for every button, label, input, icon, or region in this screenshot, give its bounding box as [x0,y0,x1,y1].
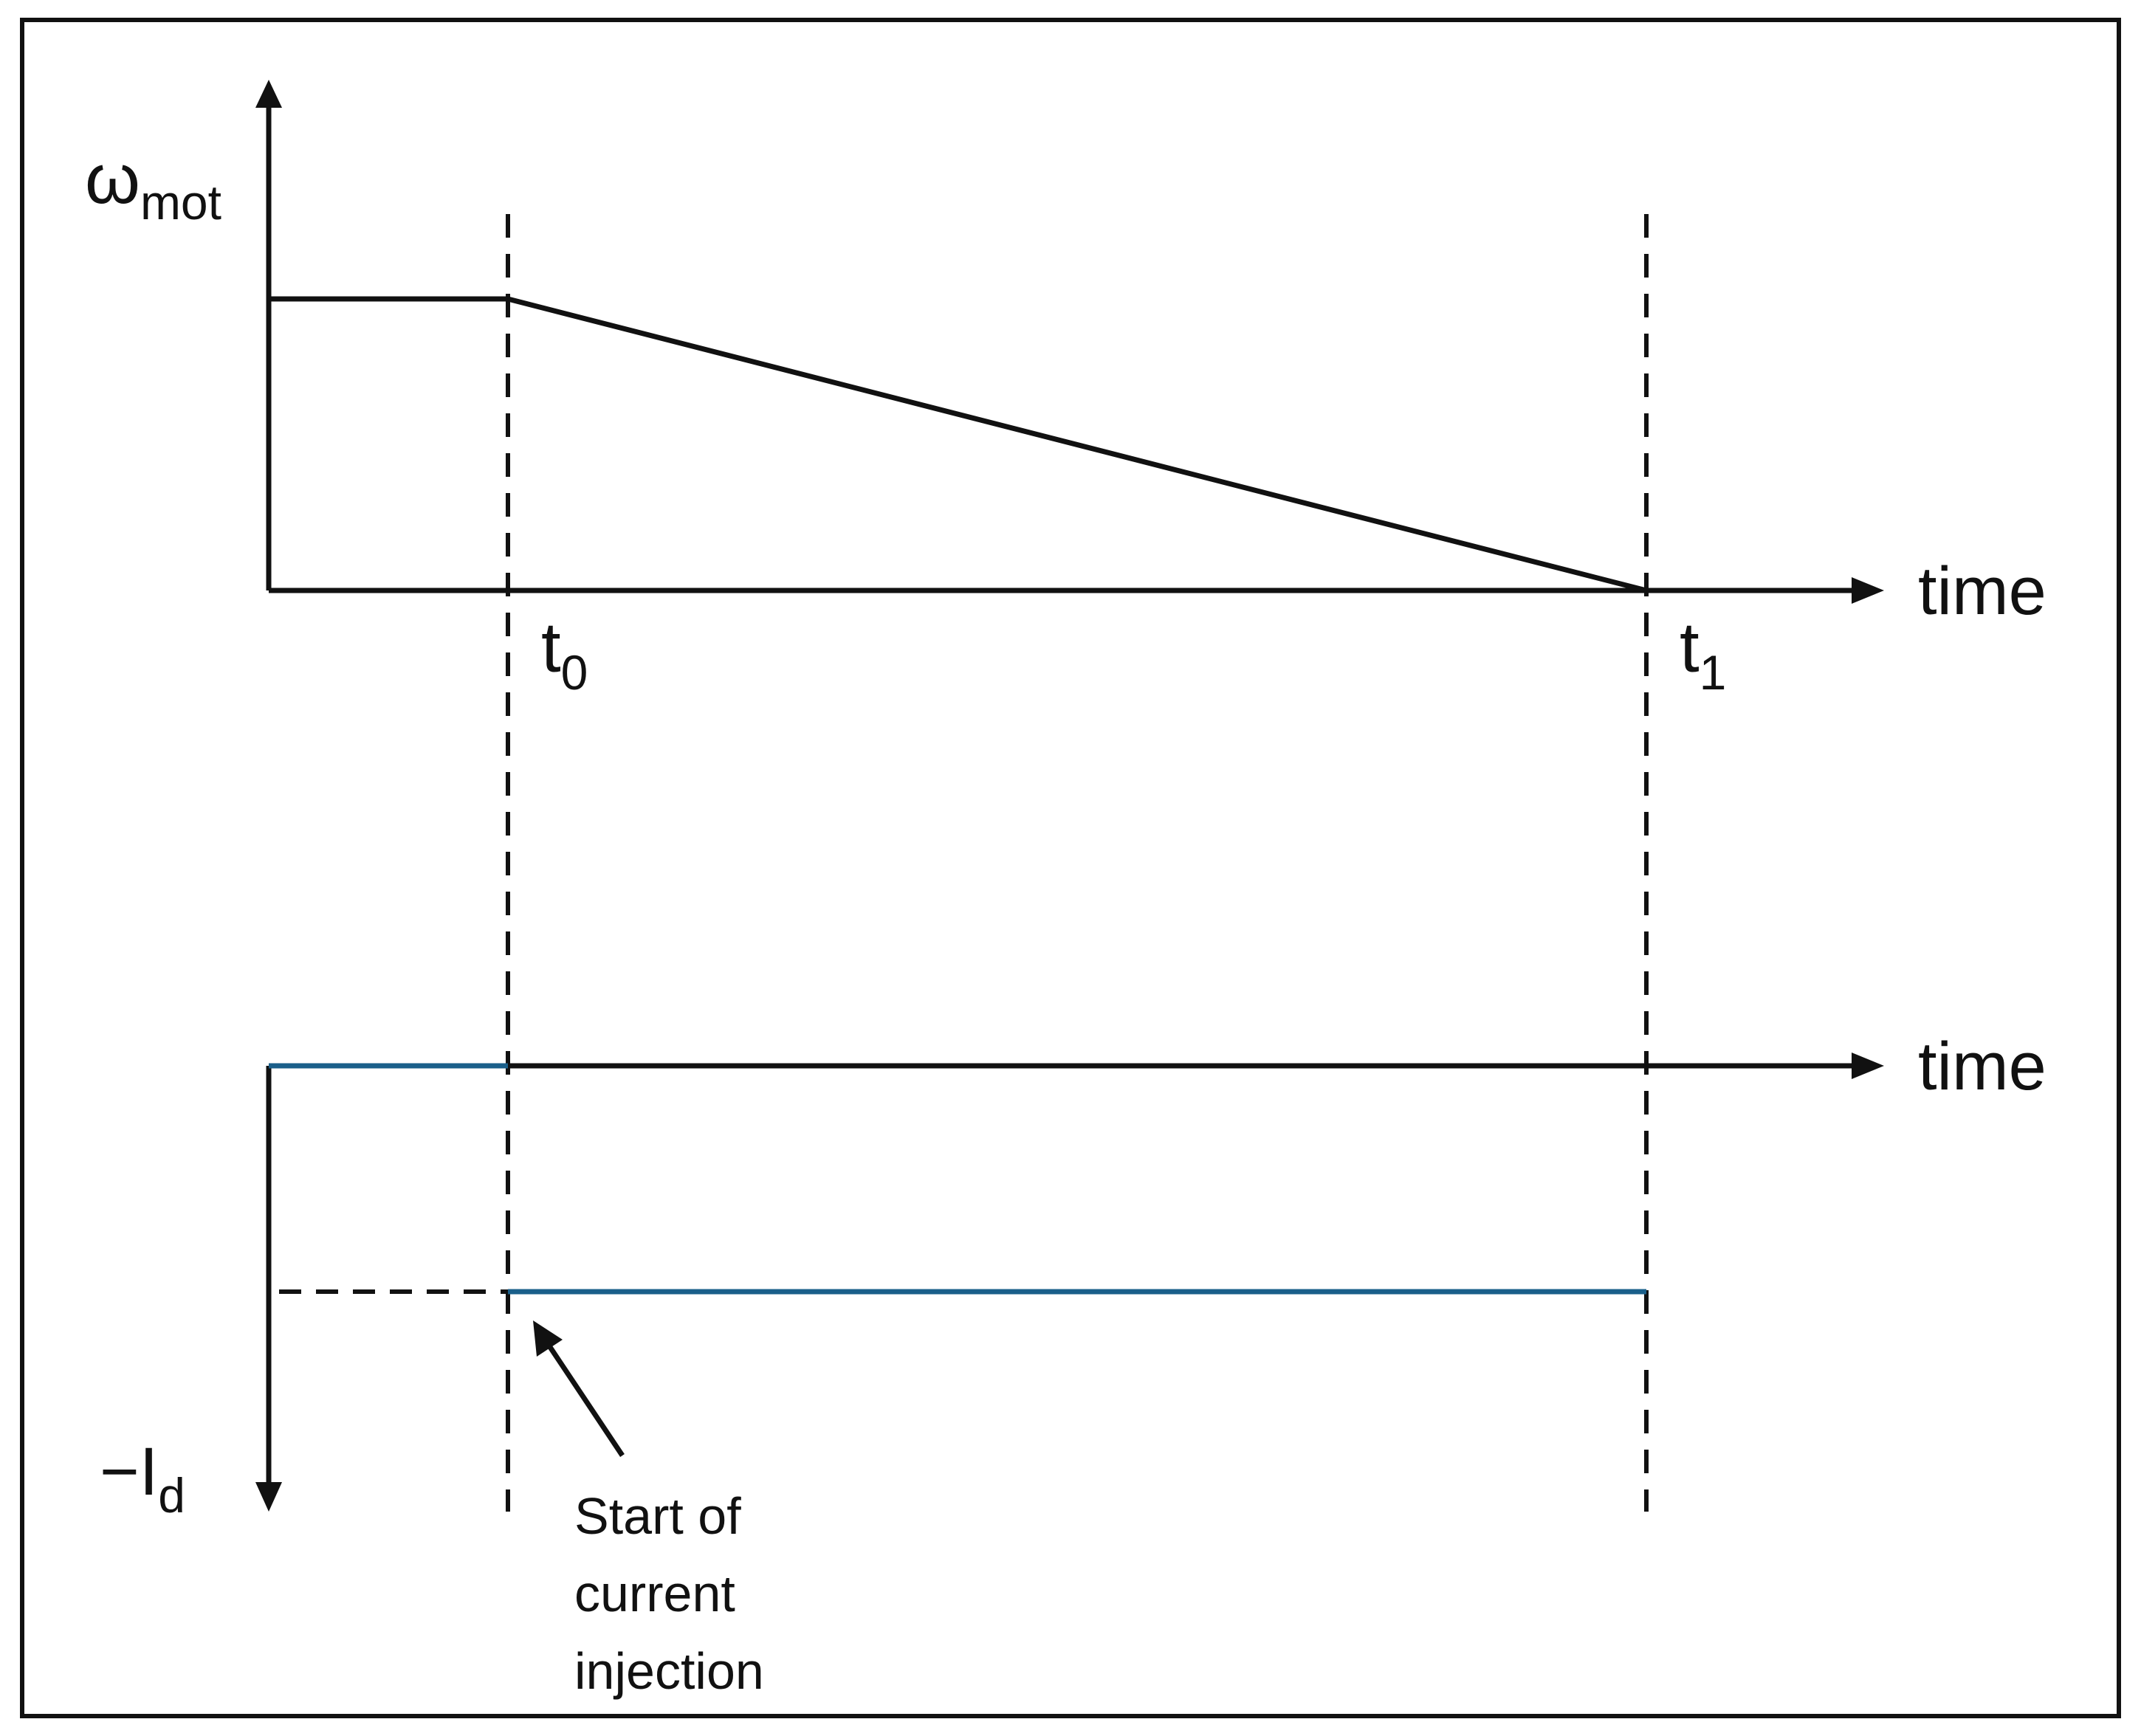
omega-mot-label: ωmot [85,140,221,230]
top-time-label: time [1918,554,2047,629]
t1-label: t1 [1680,608,1726,700]
bottom-y-axis-arrow [255,1482,282,1512]
minus-id-label: −Id [100,1434,185,1523]
motor-speed-curve [269,296,1647,593]
annotation-line-3: injection [574,1642,764,1700]
annotation-line-2: current [574,1565,735,1622]
injection-annotation-arrow [540,1334,625,1457]
bottom-time-label: time [1918,1029,2047,1104]
t0-label: t0 [541,608,588,700]
bottom-x-axis-arrow [1852,1053,1884,1079]
injection-annotation-arrowhead [533,1320,563,1357]
annotation-line-1: Start of [574,1487,741,1545]
diagram-frame [20,18,2121,1718]
top-x-axis-arrow [1852,577,1884,604]
top-y-axis-arrow [255,80,282,108]
